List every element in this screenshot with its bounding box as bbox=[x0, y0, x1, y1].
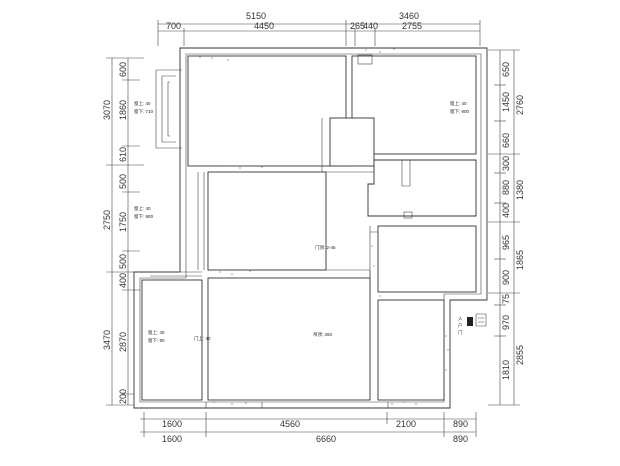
dim-right-inner-9: 75 bbox=[501, 294, 511, 304]
dim-left-inner-2: 1860 bbox=[118, 100, 128, 120]
dim-right-outer-4: 2855 bbox=[515, 345, 525, 365]
dim-bottom-inner-2: 4560 bbox=[280, 419, 300, 429]
dim-right-outer-3: 1865 bbox=[515, 250, 525, 270]
dim-bottom-outer-1: 1600 bbox=[162, 434, 182, 444]
dim-top-outer-2: 3460 bbox=[399, 11, 419, 21]
note-study-window-top: 窗上: 40 bbox=[148, 329, 165, 336]
bedroom-left bbox=[207, 171, 327, 271]
left-dimensions: 3070 2750 3470 600 1860 610 500 1750 500… bbox=[102, 57, 144, 406]
bottom-right-room bbox=[377, 299, 445, 401]
note-bedroom-left-window-bottom: 窗下: 900 bbox=[134, 213, 154, 220]
dim-right-inner-7: 965 bbox=[501, 235, 511, 250]
note-bedroom-right-window-bottom: 窗下: 900 bbox=[450, 108, 470, 115]
dim-left-inner-6: 500 bbox=[118, 254, 128, 269]
dim-bottom-outer-3: 890 bbox=[453, 434, 468, 444]
dim-bottom-inner-3: 2100 bbox=[396, 419, 416, 429]
entrance-label-3: 门 bbox=[458, 329, 463, 336]
dim-right-outer-2: 1380 bbox=[515, 180, 525, 200]
note-bedroom-left-window-top: 窗上: 40 bbox=[134, 205, 151, 212]
dim-right-inner-8: 900 bbox=[501, 270, 511, 285]
dining-room bbox=[377, 225, 477, 293]
master-bedroom bbox=[187, 55, 347, 167]
entrance-label-2: 户 bbox=[458, 322, 463, 329]
dim-right-inner-6: 400 bbox=[501, 203, 511, 218]
dim-right-inner-4: 300 bbox=[501, 156, 511, 171]
note-living-ceiling: 吊顶: 250 bbox=[313, 332, 333, 338]
dim-right-inner-11: 1810 bbox=[501, 360, 511, 380]
dim-right-inner-2: 1450 bbox=[501, 92, 511, 112]
dim-left-outer-2: 2750 bbox=[102, 210, 112, 230]
dim-bottom-inner-1: 1600 bbox=[162, 419, 182, 429]
dim-right-outer-1: 2760 bbox=[515, 95, 525, 115]
dim-left-inner-1: 600 bbox=[118, 62, 128, 77]
note-master-window-top: 窗上: 40 bbox=[134, 100, 151, 107]
dim-left-inner-7: 400 bbox=[118, 273, 128, 288]
dim-left-outer-1: 3070 bbox=[102, 100, 112, 120]
hatching-dots bbox=[199, 48, 449, 405]
dim-left-inner-5: 1750 bbox=[118, 212, 128, 232]
dim-right-inner-3: 660 bbox=[501, 133, 511, 148]
note-door-height-b: 门上: 40 bbox=[194, 335, 211, 342]
dim-top-inner-2: 4450 bbox=[254, 21, 274, 31]
dim-top-inner-3: 265 bbox=[350, 21, 365, 31]
dim-top-inner-4: 440 bbox=[363, 21, 378, 31]
dim-bottom-outer-2: 6660 bbox=[316, 434, 336, 444]
dim-left-inner-8: 2870 bbox=[118, 332, 128, 352]
dim-top-inner-1: 700 bbox=[166, 21, 181, 31]
entrance-arrow-icon bbox=[467, 317, 473, 326]
room-notes: 窗上: 40 窗下: 710 窗上: 40 窗下: 900 窗上: 40 窗下:… bbox=[134, 100, 470, 344]
dim-right-inner-1: 650 bbox=[501, 62, 511, 77]
dim-left-inner-4: 500 bbox=[118, 174, 128, 189]
entrance-marker: 入 户 门 bbox=[458, 313, 487, 336]
dim-top-inner-5: 2755 bbox=[402, 21, 422, 31]
dim-left-outer-3: 3470 bbox=[102, 330, 112, 350]
bottom-dimensions: 1600 4560 2100 890 1600 6660 890 bbox=[140, 412, 477, 444]
note-door-height-a: 门顶: 2-45 bbox=[315, 244, 336, 251]
kitchen bbox=[367, 159, 477, 217]
note-bedroom-right-window-top: 窗上: 40 bbox=[450, 100, 467, 107]
note-study-window-bottom: 窗下: 90 bbox=[148, 337, 165, 344]
building-walls bbox=[133, 47, 488, 409]
top-dimensions: 5150 3460 700 4450 265 440 2755 bbox=[157, 11, 481, 46]
note-master-window-bottom: 窗下: 710 bbox=[134, 108, 154, 115]
right-dimensions: 650 1450 660 300 880 400 965 900 75 970 … bbox=[488, 49, 525, 406]
bathroom bbox=[329, 117, 375, 167]
entrance-label-1: 入 bbox=[458, 316, 463, 321]
dim-left-inner-9: 200 bbox=[118, 389, 128, 404]
bay-window bbox=[155, 69, 182, 149]
dim-left-inner-3: 610 bbox=[118, 147, 128, 162]
dim-right-inner-10: 970 bbox=[501, 315, 511, 330]
dim-right-inner-5: 880 bbox=[501, 180, 511, 195]
dim-top-outer-1: 5150 bbox=[246, 11, 266, 21]
dim-bottom-inner-4: 890 bbox=[453, 419, 468, 429]
living-room bbox=[207, 277, 371, 401]
balcony-room bbox=[141, 279, 203, 401]
